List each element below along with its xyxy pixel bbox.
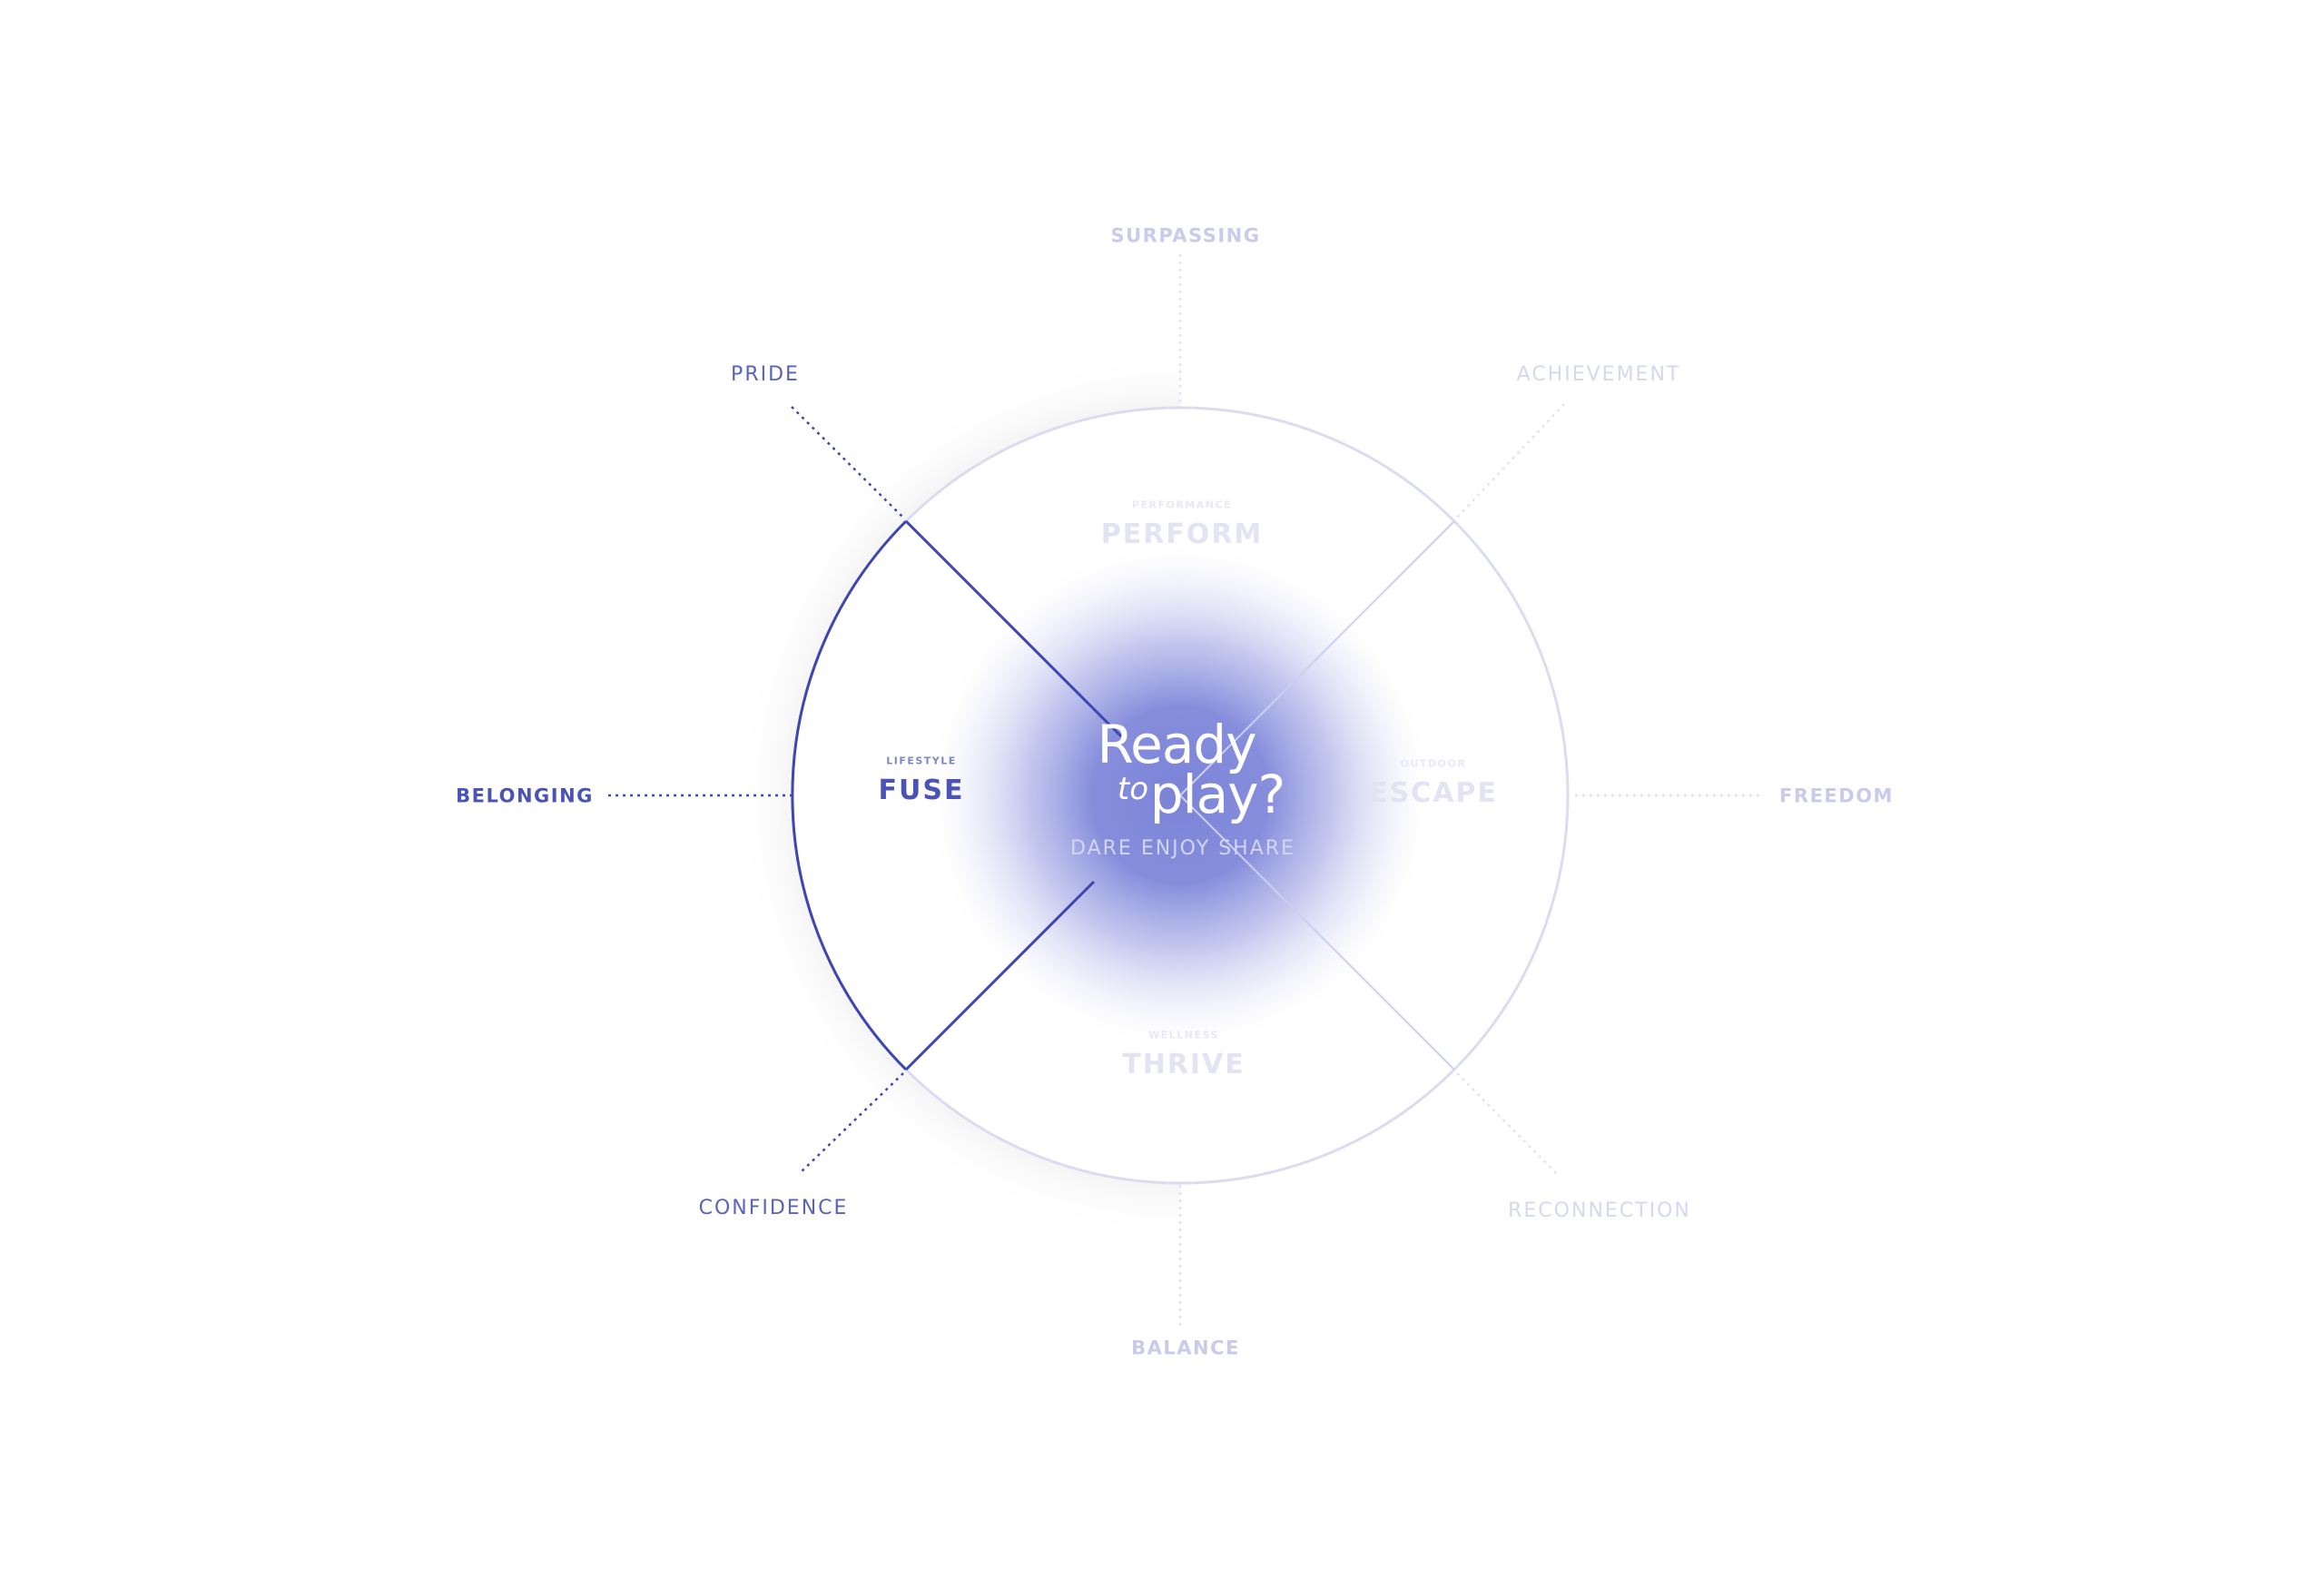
connector-confidence (798, 1072, 904, 1175)
label-belonging: BELONGING (456, 784, 594, 807)
segment-right-label[interactable]: ESCAPE (1369, 777, 1498, 809)
label-achievement: ACHIEVEMENT (1516, 363, 1681, 386)
connector-pride (791, 406, 904, 518)
label-confidence: CONFIDENCE (698, 1197, 849, 1219)
center-tagline: DARE ENJOY SHARE (1070, 837, 1295, 860)
connector-lines (608, 254, 1761, 1327)
label-surpassing: SURPASSING (1110, 224, 1261, 247)
center-title-line2: play? (1149, 764, 1286, 825)
center-title-line1: Ready (1097, 714, 1256, 775)
segment-bottom-sublabel: WELLNESS (1148, 1029, 1219, 1041)
segment-dividers (1179, 520, 1455, 1071)
connector-achievement (1456, 403, 1565, 518)
segment-left-label[interactable]: FUSE (878, 775, 965, 806)
center-title-to: to (1117, 771, 1149, 807)
segment-bottom-label[interactable]: THRIVE (1122, 1049, 1246, 1081)
segment-left-sublabel: LIFESTYLE (886, 755, 957, 767)
segment-right-sublabel: OUTDOOR (1400, 757, 1467, 770)
label-balance: BALANCE (1131, 1337, 1240, 1359)
active-segment-outline (791, 519, 1123, 1071)
connector-reconnection (1456, 1072, 1558, 1175)
segment-top-sublabel: PERFORMANCE (1131, 498, 1233, 511)
segment-top-label[interactable]: PERFORM (1100, 518, 1264, 550)
label-reconnection: RECONNECTION (1508, 1199, 1691, 1222)
label-pride: PRIDE (731, 363, 800, 386)
label-freedom: FREEDOM (1779, 784, 1894, 807)
